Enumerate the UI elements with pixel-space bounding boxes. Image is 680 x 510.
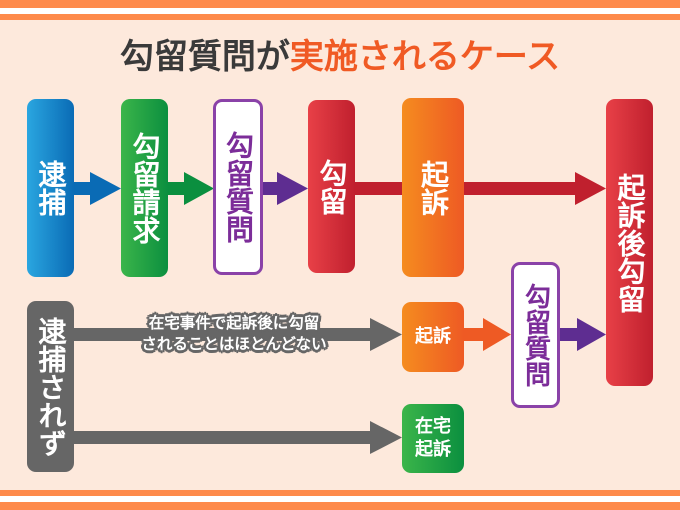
box-detention-label: 勾留: [315, 158, 349, 215]
title-part-accent: 実施されるケース: [289, 37, 561, 77]
box-arrest-label: 逮捕: [34, 160, 68, 216]
box-indictment: 起訴: [402, 98, 464, 277]
box-home-indictment-line2: 起訴: [415, 438, 451, 460]
box-post-indictment-detention: 起訴後勾留: [606, 99, 653, 386]
box-detention-hearing-small: 勾留質問: [511, 262, 560, 408]
box-indictment-small: 起訴: [402, 302, 464, 372]
arrow-hearing-to-post-indictment: [559, 318, 606, 351]
box-detention-request: 勾留請求: [121, 99, 168, 277]
arrow-not-arrested-to-indictment: [72, 318, 402, 351]
top-stripe-gap: [0, 8, 680, 14]
box-not-arrested-label: 逮捕されず: [34, 316, 68, 457]
arrow-request-to-hearing: [167, 172, 214, 205]
box-detention-hearing-small-label: 勾留質問: [520, 283, 551, 387]
box-detention-request-label: 勾留請求: [128, 132, 162, 244]
page-title: 勾留質問が実施されるケース: [0, 34, 680, 80]
arrow-hearing-to-detention: [262, 172, 308, 205]
top-stripe-outer: [0, 0, 680, 8]
bottom-stripe-outer: [0, 502, 680, 510]
box-detention-hearing-label: 勾留質問: [222, 131, 255, 243]
arrow-detention-to-post-indictment: [354, 172, 606, 205]
home-case-note: 在宅事件で起訴後に勾留 されることはほとんどない: [96, 313, 372, 355]
top-stripe-inner: [0, 14, 680, 20]
arrow-not-arrested-to-home-indictment: [72, 421, 402, 454]
box-detention-hearing: 勾留質問: [213, 99, 263, 275]
bottom-stripe-inner: [0, 490, 680, 496]
home-case-note-line2: されることはほとんどない: [141, 335, 327, 353]
box-home-indictment-line1: 在宅: [415, 416, 451, 437]
box-not-arrested: 逮捕されず: [27, 301, 74, 472]
box-indictment-label: 起訴: [417, 159, 450, 216]
box-home-indictment: 在宅 起訴: [402, 404, 464, 473]
box-post-indictment-detention-label: 起訴後勾留: [613, 172, 647, 313]
arrow-arrest-to-request: [72, 172, 121, 205]
box-arrest: 逮捕: [27, 99, 74, 277]
home-case-note-line1: 在宅事件で起訴後に勾留: [148, 314, 320, 332]
box-indictment-small-label: 起訴: [415, 325, 451, 347]
bottom-stripe-gap: [0, 496, 680, 502]
arrow-indictment-to-hearing: [463, 318, 511, 351]
box-detention: 勾留: [308, 100, 355, 273]
title-part-dark: 勾留質問が: [119, 37, 290, 77]
